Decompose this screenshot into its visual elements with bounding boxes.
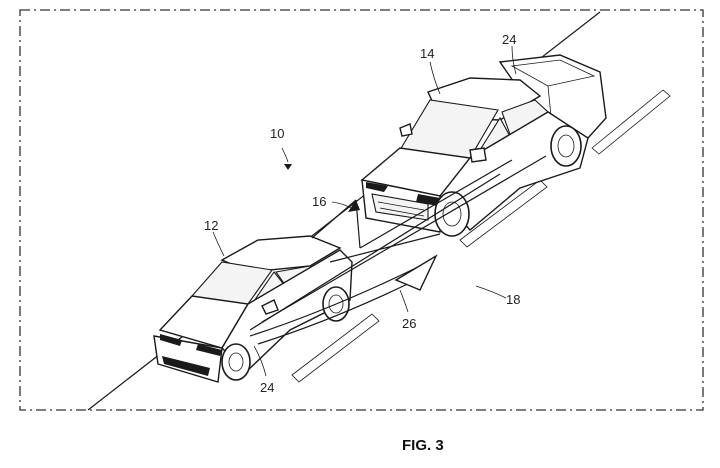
front-vehicle-sedan: [154, 236, 352, 382]
label-sensor-24-front: 24: [260, 380, 274, 395]
label-signal-16: 16: [312, 194, 326, 209]
label-sensor-24-rear: 24: [502, 32, 516, 47]
label-path-26: 26: [402, 316, 416, 331]
figure-caption: FIG. 3: [402, 437, 444, 454]
label-system-10: 10: [270, 126, 284, 141]
figure-border: [20, 10, 703, 410]
label-road-18: 18: [506, 292, 520, 307]
label-vehicle-14: 14: [420, 46, 434, 61]
rear-vehicle-pickup: [362, 55, 606, 236]
label-vehicle-12: 12: [204, 218, 218, 233]
